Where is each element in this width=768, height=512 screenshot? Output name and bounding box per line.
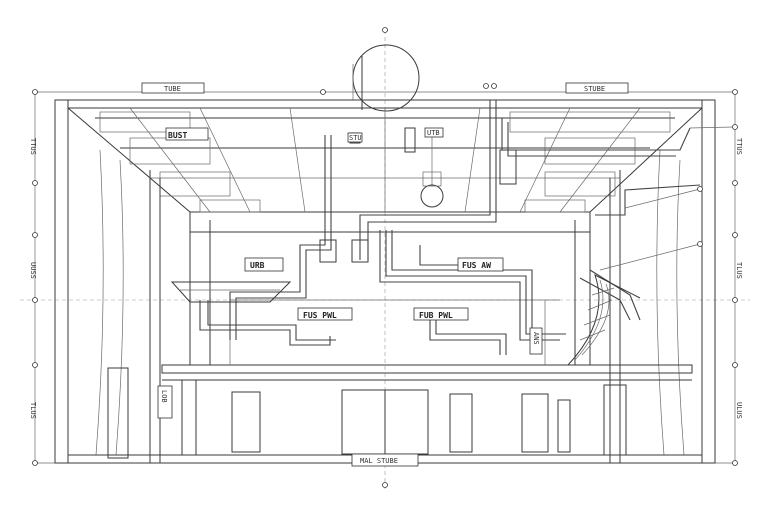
wall-tags: URB FUS AW FUS PWL FUB PWL ANS LOB: [157, 257, 543, 419]
ceiling-dome: [352, 44, 420, 112]
side-mark-right-3: ULUS: [735, 402, 743, 419]
building-outline: [54, 99, 716, 464]
ceiling-tags: BUST STU UTB: [165, 127, 444, 143]
pendant-lamp: [420, 130, 444, 208]
ceiling-tag-1: BUST: [168, 131, 187, 140]
wall-tag-5: ANS: [532, 332, 540, 345]
wall-tag-3: FUS PWL: [303, 311, 337, 320]
side-mark-right-1: TTUS: [735, 138, 743, 155]
side-mark-right-2: TLUS: [735, 262, 743, 279]
side-marks-left: TTUS UUSS TLUS: [29, 138, 37, 419]
side-marks-right: TTUS TLUS ULUS: [735, 138, 743, 419]
side-mark-left-3: TLUS: [29, 402, 37, 419]
wall-tag-2: FUS AW: [462, 261, 491, 270]
top-left-tag: TUBE: [164, 85, 181, 93]
leader-lines: [599, 126, 734, 271]
bottom-tag-group: MAL STUBE: [351, 453, 419, 467]
wall-tag-6: LOB: [160, 390, 168, 403]
side-mark-left-1: TTUS: [29, 138, 37, 155]
right-stair: [567, 273, 641, 366]
top-tags: TUBE STUBE: [141, 82, 629, 94]
left-platform: [170, 281, 292, 303]
wall-tag-4: FUB PWL: [419, 311, 453, 320]
top-right-tag: STUBE: [584, 85, 605, 93]
ceiling-tag-3: UTB: [427, 129, 440, 137]
side-mark-left-2: UUSS: [29, 262, 37, 279]
bottom-tag: MAL STUBE: [360, 457, 398, 465]
wall-tag-1: URB: [250, 261, 265, 270]
ceiling-tag-2: STU: [349, 134, 362, 142]
